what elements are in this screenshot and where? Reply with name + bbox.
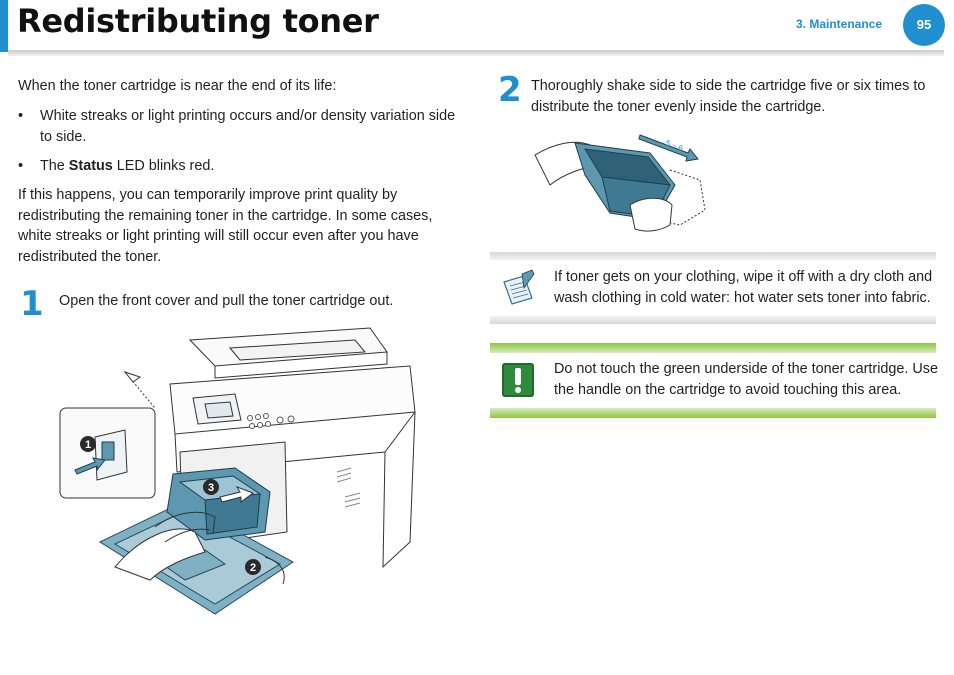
note-top-bar: [490, 252, 936, 260]
shake-cartridge-illustration: 5 ~ 6: [534, 134, 706, 232]
note-pad-icon: [503, 269, 535, 305]
title-accent-bar: [0, 0, 8, 52]
note-box: If toner gets on your clothing, wipe it …: [490, 252, 936, 324]
list-item-text: White streaks or light printing occurs a…: [40, 108, 456, 145]
note-bottom-bar: [490, 316, 936, 324]
page-number-badge: 95: [903, 4, 945, 46]
step-2-number: 2: [498, 70, 522, 110]
page-title: Redistributing toner: [17, 2, 379, 40]
callout-2: 2: [250, 562, 256, 574]
caution-bottom-bar: [490, 408, 936, 418]
caution-text: Do not touch the green underside of the …: [554, 361, 938, 398]
step-1-number: 1: [20, 284, 44, 324]
list-item-prefix: The: [40, 158, 69, 174]
step-2-text: Thoroughly shake side to side the cartri…: [531, 78, 926, 115]
symptom-list: White streaks or light printing occurs a…: [18, 106, 458, 186]
printer-illustration: 1 2 3: [59, 327, 416, 615]
caution-box: Do not touch the green underside of the …: [490, 343, 938, 418]
section-label[interactable]: 3. Maintenance: [796, 17, 883, 31]
status-led-label: Status: [68, 158, 113, 174]
list-item: The Status LED blinks red.: [18, 156, 458, 177]
intro-paragraph: When the toner cartridge is near the end…: [18, 78, 337, 94]
exclamation-icon: [502, 363, 534, 397]
list-item-suffix: LED blinks red.: [112, 158, 215, 174]
fix-paragraph: If this happens, you can temporarily imp…: [18, 187, 433, 265]
header-rule: [8, 50, 944, 56]
caution-top-bar: [490, 343, 936, 353]
callout-1: 1: [85, 439, 91, 451]
callout-3: 3: [208, 482, 214, 494]
note-text: If toner gets on your clothing, wipe it …: [554, 269, 933, 306]
step-1-text: Open the front cover and pull the toner …: [59, 293, 394, 309]
list-item: White streaks or light printing occurs a…: [18, 106, 458, 147]
